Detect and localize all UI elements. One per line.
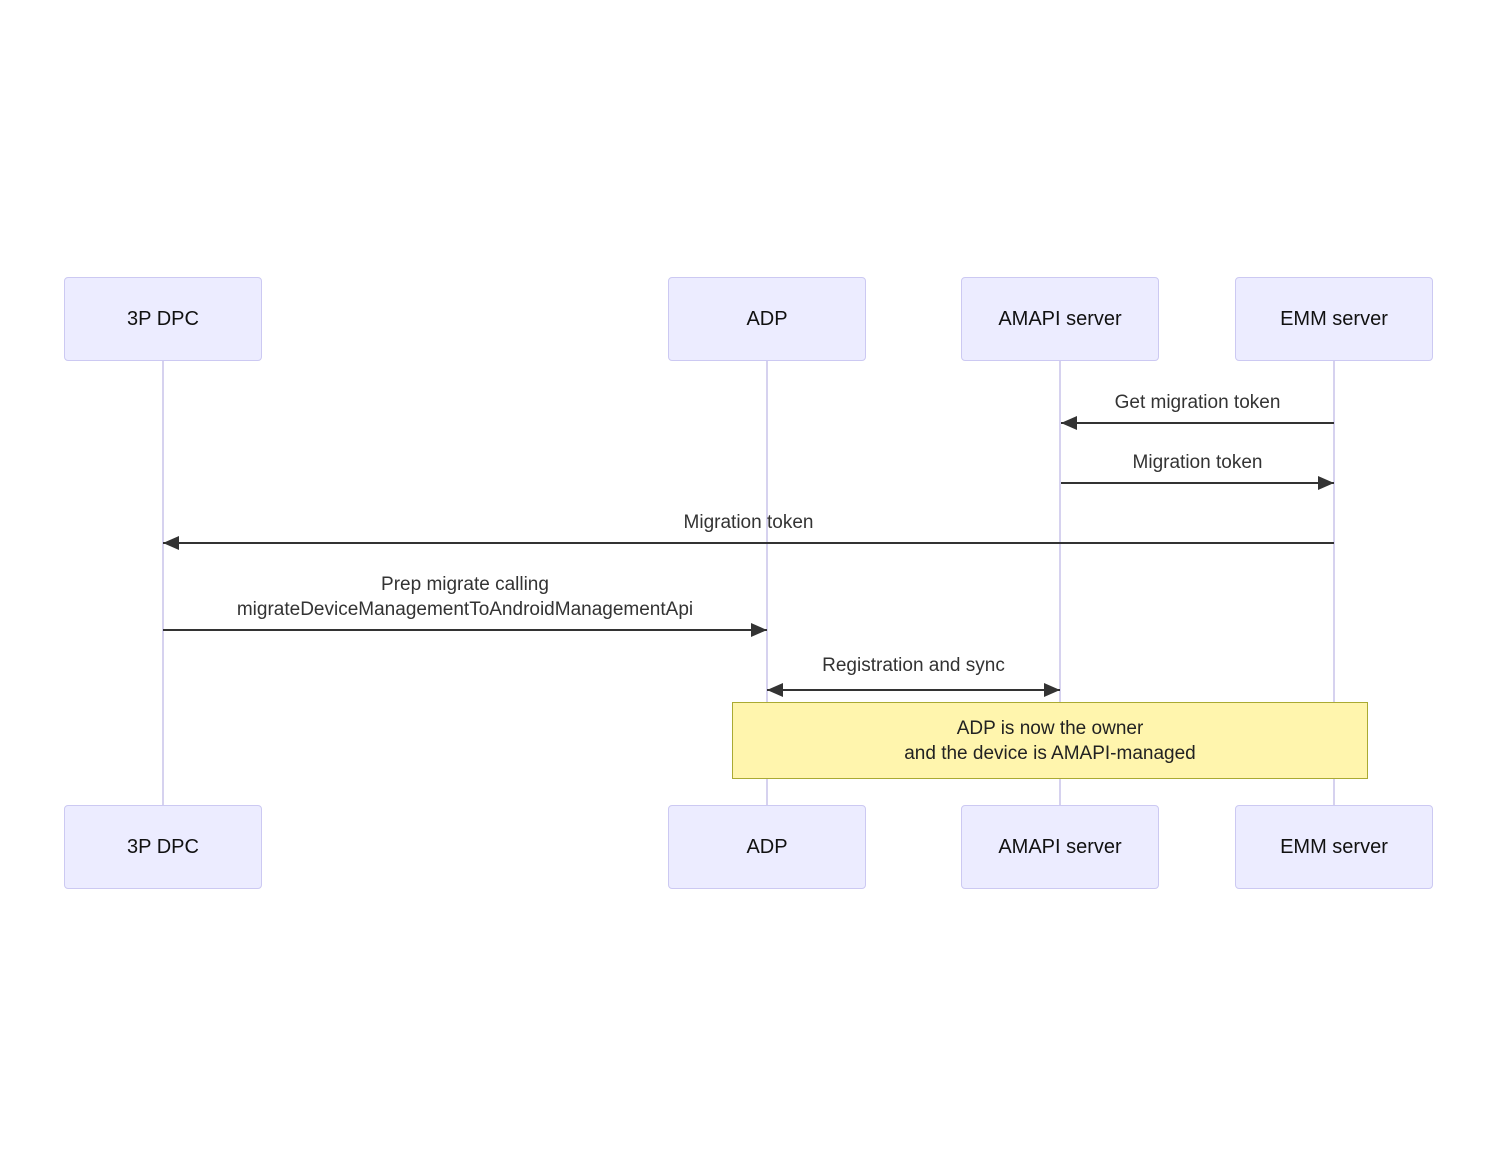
- message-line: [1061, 422, 1334, 424]
- message-line: [1061, 482, 1334, 484]
- message-label-line-1: Prep migrate calling: [381, 574, 549, 595]
- message-label: Get migration token: [1114, 392, 1281, 413]
- message-label-line-2: migrateDeviceManagementToAndroidManageme…: [236, 599, 694, 620]
- note-adp-owner: ADP is now the owner and the device is A…: [732, 702, 1368, 779]
- message-label: Migration token: [683, 512, 814, 533]
- message-label: Registration and sync: [822, 655, 1005, 676]
- actor-bottom-amapi-server: AMAPI server: [961, 805, 1159, 889]
- actor-bottom-emm-server: EMM server: [1235, 805, 1433, 889]
- lifeline-amapi-server: [1059, 361, 1061, 805]
- message-line: [163, 629, 767, 631]
- actor-bottom-3p-dpc: 3P DPC: [64, 805, 262, 889]
- actor-top-3p-dpc: 3P DPC: [64, 277, 262, 361]
- arrowhead-left-icon: [1061, 416, 1077, 430]
- lifeline-adp: [766, 361, 768, 805]
- lifeline-3p-dpc: [162, 361, 164, 805]
- message-label: Prep migrate calling migrateDeviceManage…: [163, 572, 767, 622]
- arrowhead-right-icon: [1044, 683, 1060, 697]
- actor-top-emm-server: EMM server: [1235, 277, 1433, 361]
- actor-bottom-adp: ADP: [668, 805, 866, 889]
- lifeline-emm-server: [1333, 361, 1335, 805]
- note-line-2: and the device is AMAPI-managed: [904, 742, 1196, 764]
- message-line: [163, 542, 1334, 544]
- actor-top-amapi-server: AMAPI server: [961, 277, 1159, 361]
- arrowhead-left-icon: [163, 536, 179, 550]
- arrowhead-right-icon: [751, 623, 767, 637]
- message-label: Migration token: [1132, 452, 1263, 473]
- actor-top-adp: ADP: [668, 277, 866, 361]
- note-line-1: ADP is now the owner: [956, 717, 1144, 739]
- arrowhead-left-icon: [767, 683, 783, 697]
- arrowhead-right-icon: [1318, 476, 1334, 490]
- message-line: [767, 689, 1060, 691]
